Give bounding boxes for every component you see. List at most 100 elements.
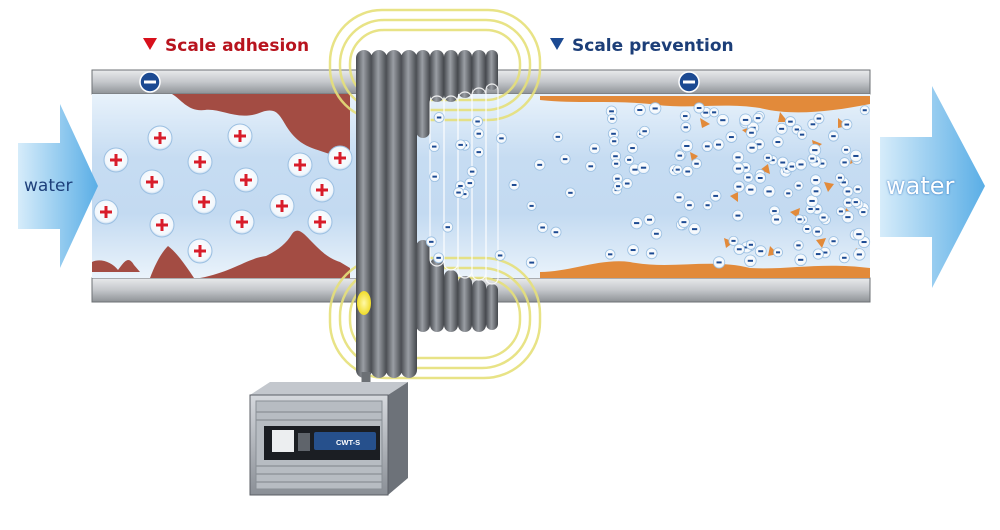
positive-ion-icon	[187, 238, 213, 264]
negative-ion-icon	[744, 183, 758, 196]
negative-ion-icon	[650, 228, 663, 240]
negative-ion-icon	[841, 119, 853, 131]
negative-ion-icon	[783, 188, 794, 199]
positive-ion-icon	[93, 199, 119, 225]
signal-glow	[357, 291, 371, 315]
negative-ion-icon	[627, 244, 640, 256]
wall-ion-marker-right	[678, 71, 700, 93]
positive-ion-icon	[103, 147, 129, 173]
positive-ions	[93, 123, 353, 264]
positive-ion-icon	[269, 193, 295, 219]
negative-ion-icon	[835, 206, 846, 217]
negative-ion-icon	[838, 252, 850, 264]
negative-ion-icon	[496, 132, 507, 144]
negative-ion-icon	[701, 140, 713, 153]
negative-ion-icon	[442, 221, 454, 233]
negative-ion-icon	[680, 121, 692, 133]
negative-ion-icon	[842, 185, 854, 197]
negative-ion-icon	[807, 153, 818, 164]
negative-ion-icon	[828, 236, 839, 247]
negative-ion-icon	[795, 158, 808, 171]
negative-ions	[425, 102, 871, 269]
positive-ion-icon	[327, 145, 353, 171]
negative-ion-icon	[709, 107, 720, 118]
negative-ion-icon	[775, 122, 788, 135]
positive-ion-icon	[227, 123, 253, 149]
negative-ion-icon	[853, 248, 866, 261]
positive-ion-icon	[149, 212, 175, 238]
positive-ion-icon	[147, 125, 173, 151]
negative-ion-icon	[852, 184, 863, 195]
negative-ion-icon	[537, 221, 549, 234]
negative-ion-icon	[585, 160, 597, 172]
scale-prevention-label: Scale prevention	[550, 36, 734, 56]
negative-ion-icon	[793, 180, 804, 191]
negative-ion-icon	[680, 139, 694, 153]
negative-ion-icon	[841, 144, 852, 155]
positive-ion-icon	[287, 152, 313, 178]
negative-ion-icon	[732, 209, 744, 222]
negative-ion-icon	[841, 210, 855, 224]
negative-ion-icon	[794, 253, 807, 267]
water-inlet-label: water	[24, 176, 73, 196]
negative-ion-icon	[796, 129, 808, 140]
negative-ion-icon	[776, 156, 789, 169]
outlet-arrow-icon	[880, 86, 985, 288]
negative-ion-icon	[611, 158, 622, 169]
negative-ion-icon	[639, 125, 651, 137]
negative-ion-icon	[828, 130, 839, 142]
negative-ion-icon	[473, 146, 485, 158]
triangle-down-icon	[143, 38, 157, 50]
inlet-arrow-icon	[18, 104, 98, 268]
negative-ion-icon	[455, 139, 467, 151]
negative-ion-icon	[637, 161, 650, 174]
negative-ion-icon	[809, 174, 822, 186]
negative-ion-icon	[762, 185, 776, 198]
negative-ion-icon	[744, 254, 757, 268]
negative-ion-icon	[733, 243, 746, 256]
negative-ion-icon	[645, 247, 658, 260]
scale-adhesion-label: Scale adhesion	[143, 36, 309, 56]
negative-ion-icon	[739, 113, 752, 127]
negative-ion-icon	[725, 131, 738, 143]
negative-ion-icon	[433, 252, 445, 264]
negative-ion-icon	[630, 216, 643, 230]
negative-ion-icon	[852, 227, 866, 241]
negative-ion-icon	[802, 223, 813, 235]
negative-ion-icon	[466, 166, 478, 178]
negative-ion-icon	[850, 196, 861, 208]
negative-ion-icon	[626, 142, 639, 154]
negative-ion-icon	[732, 162, 745, 175]
negative-ion-icon	[745, 141, 759, 154]
device-panel-text: CWT-S	[336, 438, 360, 447]
negative-ion-icon	[643, 213, 656, 226]
negative-ion-icon	[731, 151, 745, 164]
negative-ion-icon	[609, 136, 620, 147]
control-unit: CWT-S	[249, 382, 408, 496]
negative-ion-icon	[839, 157, 850, 168]
negative-ion-icon	[811, 225, 824, 238]
negative-ion-icon	[611, 173, 623, 185]
negative-ion-icon	[607, 113, 618, 124]
negative-ion-icon	[633, 103, 646, 117]
negative-ion-icon	[752, 112, 764, 124]
scale-fragments	[540, 96, 870, 278]
negative-ion-icon	[712, 256, 726, 269]
negative-ion-icon	[818, 212, 829, 223]
negative-ion-icon	[834, 172, 845, 183]
positive-ion-icon	[191, 189, 217, 215]
positive-ion-icon	[139, 169, 165, 195]
negative-ion-icon	[728, 235, 739, 246]
negative-ion-icon	[672, 164, 683, 175]
negative-ion-icon	[702, 200, 713, 211]
negative-ion-icon	[709, 190, 722, 202]
negative-ion-icon	[588, 142, 601, 155]
negative-ion-icon	[810, 185, 822, 198]
positive-ion-icon	[307, 209, 333, 235]
negative-ion-icon	[683, 199, 695, 211]
brand-badge	[314, 432, 376, 450]
negative-ion-icon	[682, 165, 694, 178]
negative-ion-icon	[494, 250, 506, 261]
negative-ion-icon	[508, 179, 520, 191]
negative-ion-icon	[688, 222, 701, 236]
